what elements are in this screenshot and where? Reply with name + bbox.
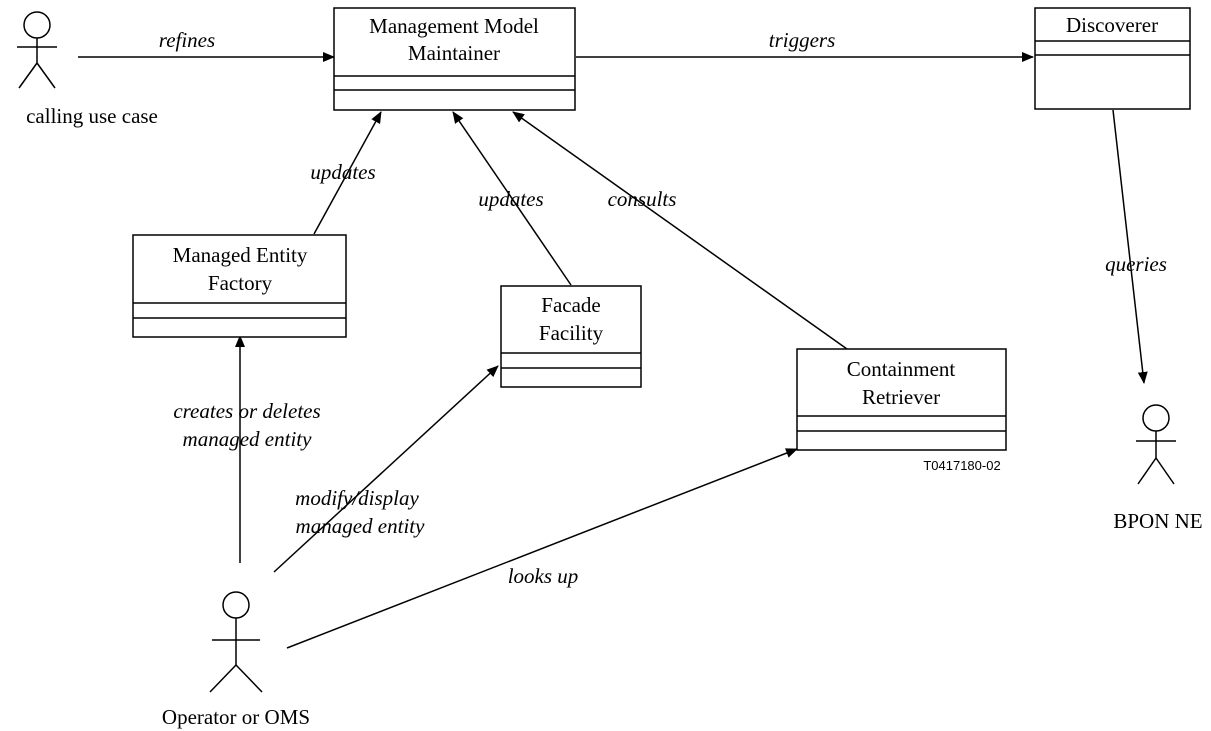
actor-bpon-ne-label: BPON NE [1113,509,1202,533]
actor-head [1142,404,1170,432]
edge-label-facade-updates: updates [478,187,543,211]
actor-calling-use-case-label: calling use case [26,104,158,128]
consults-arrow [512,111,848,350]
actor-head [222,591,250,619]
queries-arrow [1112,109,1148,384]
mef-updates-arrow [313,111,382,235]
edge-label-modify-line1: modify/display [295,486,419,510]
looks-up-arrow [286,448,798,649]
class-containment-retriever: Containment Retriever [796,348,1007,451]
edge-label-mef-updates: updates [310,160,375,184]
containment-name-line1: Containment [847,357,956,381]
actor-bpon-ne [1136,404,1176,485]
mmm-name-line2: Maintainer [408,41,500,65]
edge-label-consults: consults [608,187,677,211]
actor-calling-use-case [17,11,57,89]
mef-name-line1: Managed Entity [173,243,308,267]
actor-operator-or-oms [209,591,263,693]
edge-label-triggers: triggers [769,28,836,52]
class-managed-entity-factory: Managed Entity Factory [132,234,347,338]
edge-label-queries: queries [1105,252,1167,276]
actor-operator-label: Operator or OMS [162,705,310,729]
mmm-name-line1: Management Model [369,14,539,38]
edge-label-refines: refines [159,28,215,52]
class-management-model-maintainer: Management Model Maintainer [333,7,576,111]
class-discoverer: Discoverer [1034,7,1191,110]
edge-label-creates-line1: creates or deletes [173,399,320,423]
edge-label-creates-line2: managed entity [183,427,313,451]
modify-arrow [273,365,499,573]
edge-label-looks-up: looks up [508,564,579,588]
discoverer-name: Discoverer [1066,13,1158,37]
facade-updates-arrow [452,111,572,286]
actor-head [23,11,51,39]
class-facade-facility: Facade Facility [500,285,642,388]
figure-code: T0417180-02 [923,458,1000,473]
facade-name-line2: Facility [539,321,604,345]
edge-label-modify-line2: managed entity [296,514,426,538]
facade-name-line1: Facade [541,293,600,317]
containment-name-line2: Retriever [862,385,940,409]
mef-name-line2: Factory [208,271,273,295]
